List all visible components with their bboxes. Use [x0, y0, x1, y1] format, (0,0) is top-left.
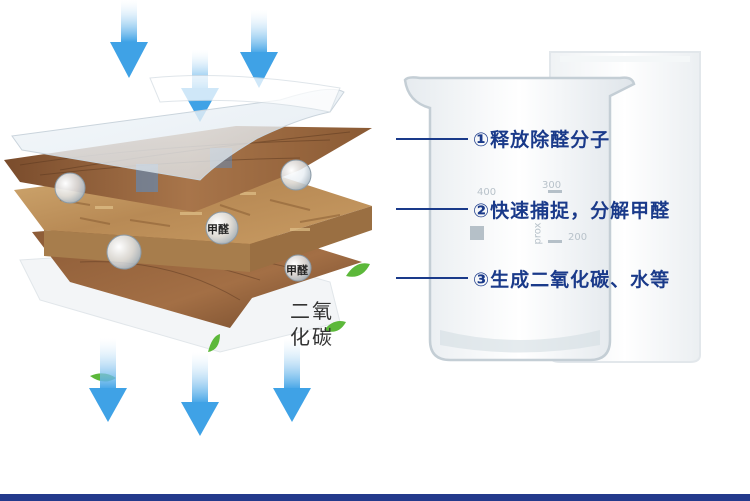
- arrow-down-icon: [273, 338, 311, 422]
- beaker-mark-200: 200: [568, 232, 588, 243]
- annotation-capture: ②快速捕捉，分解甲醛: [473, 200, 671, 222]
- annotation-release: ①释放除醛分子: [473, 129, 611, 151]
- release-film-layer: [11, 75, 345, 181]
- arrow-down-icon: [240, 10, 278, 88]
- output-label-line1: 二氧: [290, 299, 334, 323]
- molecule-label: 甲醛: [286, 264, 308, 277]
- output-label-line2: 化碳: [290, 325, 334, 349]
- arrow-down-icon: [181, 352, 219, 436]
- annotation-leader-line: [396, 138, 468, 140]
- arrow-down-icon: [110, 0, 148, 78]
- beaker-mark-prox: prox: [532, 222, 544, 245]
- bottom-accent-bar: [0, 494, 750, 501]
- annotation-leader-line: [396, 208, 468, 210]
- output-label: 二氧 化碳: [290, 298, 334, 350]
- background-beaker-front: [403, 76, 636, 362]
- molecule-bubbles: [54, 159, 312, 282]
- arrow-down-icon: [89, 338, 127, 422]
- annotation-produce: ③生成二氧化碳、水等: [473, 269, 671, 291]
- molecule-label: 甲醛: [207, 223, 229, 236]
- outgoing-arrows: [89, 338, 311, 436]
- annotation-leader-line: [396, 277, 468, 279]
- beaker-mark-300: 300: [542, 180, 562, 191]
- beaker-mark-400: 400: [477, 187, 497, 198]
